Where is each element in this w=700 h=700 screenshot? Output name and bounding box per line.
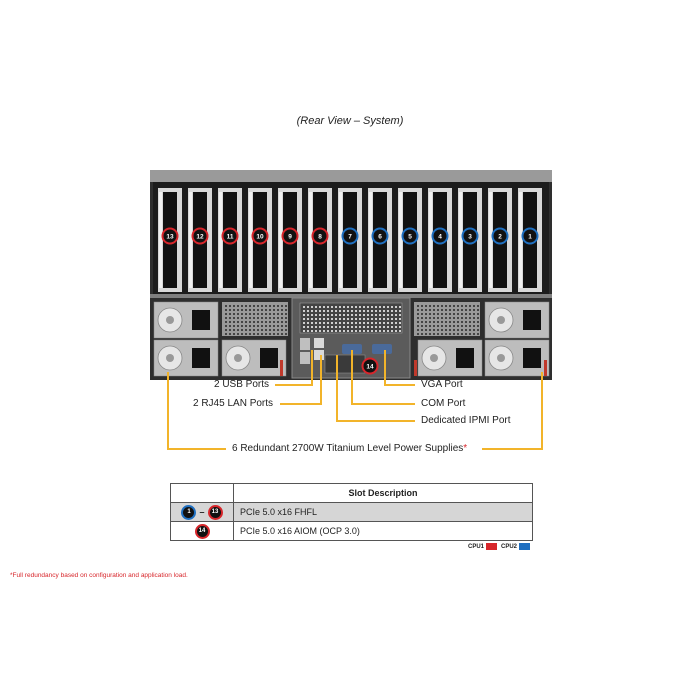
diagram-title: (Rear View – System) (296, 115, 404, 127)
slot-range-icons: 1–13 (170, 502, 234, 522)
callout-line-com (352, 403, 415, 405)
callout-line-lan-v (320, 355, 322, 405)
power-supplies-label: 6 Redundant 2700W Titanium Level Power S… (232, 443, 468, 454)
slot-badge-7: 7 (341, 227, 359, 245)
pcie-slot (368, 188, 392, 292)
callout-line-vga (385, 384, 415, 386)
svg-text:11: 11 (227, 233, 234, 240)
callout-line-psu-right (482, 448, 542, 450)
com-port-label: COM Port (421, 398, 466, 409)
slot-description-header: Slot Description (233, 483, 533, 503)
slot-badge-2: 2 (491, 227, 509, 245)
slot-badge-6: 6 (371, 227, 389, 245)
slot-badge-4: 4 (431, 227, 449, 245)
callout-line-vga-v (384, 350, 386, 386)
svg-text:2: 2 (498, 233, 502, 240)
svg-text:8: 8 (318, 233, 322, 240)
callout-line-psu-right-v (541, 372, 543, 450)
slot-badge-1: 1 (521, 227, 539, 245)
svg-text:4: 4 (438, 233, 442, 240)
svg-text:14: 14 (366, 364, 374, 371)
range-dash: – (199, 507, 205, 518)
lan-ports-label: 2 RJ45 LAN Ports (193, 398, 274, 409)
svg-text:9: 9 (288, 233, 292, 240)
vga-port-label: VGA Port (421, 379, 463, 390)
callout-line-com-v (351, 350, 353, 405)
slot-description-table: Slot Description 1–13 PCIe 5.0 x16 FHFL … (170, 483, 533, 541)
aiom-slot-badge: 14 (361, 357, 379, 375)
svg-text:1: 1 (528, 233, 532, 240)
slot-description-cell: PCIe 5.0 x16 FHFL (233, 502, 533, 522)
slot-description-cell: PCIe 5.0 x16 AIOM (OCP 3.0) (233, 521, 533, 541)
cpu2-legend-label: CPU2 (501, 544, 518, 551)
svg-text:5: 5 (408, 233, 412, 240)
power-supply (417, 339, 483, 377)
svg-text:3: 3 (468, 233, 472, 240)
ipmi-port-label: Dedicated IPMI Port (421, 415, 511, 426)
cpu1-swatch (486, 543, 498, 550)
slot-badge-10: 10 (251, 227, 269, 245)
callout-line-usb-v (311, 350, 313, 386)
slot-badge-3: 3 (461, 227, 479, 245)
vent-grille (222, 302, 288, 336)
chassis-rear-view: 13 12 11 10 9 8 7 6 5 4 3 2 1 14 (150, 170, 552, 380)
power-supply (221, 339, 287, 377)
slot-badge-start: 1 (183, 506, 195, 518)
callout-line-ipmi-v (336, 355, 338, 422)
table-empty-header (170, 483, 234, 503)
power-supply (153, 339, 219, 377)
callout-line-psu-left-v (167, 372, 169, 450)
usb-ports-label: 2 USB Ports (214, 379, 270, 390)
table-row: 14 PCIe 5.0 x16 AIOM (OCP 3.0) (170, 521, 533, 541)
callout-line-ipmi (337, 420, 415, 422)
slot-badge-13: 13 (161, 227, 179, 245)
pcie-slot (278, 188, 302, 292)
svg-text:12: 12 (196, 233, 204, 240)
svg-text:13: 13 (166, 233, 174, 240)
callout-line-lan (280, 403, 322, 405)
callout-line-usb (275, 384, 312, 386)
power-supply (484, 301, 550, 339)
slot-badge-8: 8 (311, 227, 329, 245)
aiom-icon-cell: 14 (170, 521, 234, 541)
slot-badge-9: 9 (281, 227, 299, 245)
callout-line-psu-left (168, 448, 226, 450)
svg-text:6: 6 (378, 233, 382, 240)
cpu-legend: CPU1 CPU2 (468, 543, 534, 550)
slot-badge-5: 5 (401, 227, 419, 245)
slot-badge-11: 11 (221, 227, 239, 245)
svg-text:10: 10 (256, 233, 264, 240)
asterisk: * (463, 443, 468, 454)
svg-text:7: 7 (348, 233, 352, 240)
table-row: 1–13 PCIe 5.0 x16 FHFL (170, 502, 533, 522)
vent-grille (414, 302, 480, 336)
cpu1-legend-label: CPU1 (468, 544, 485, 551)
aiom-badge: 14 (196, 525, 208, 537)
power-supply (153, 301, 219, 339)
power-supply (484, 339, 550, 377)
cpu2-swatch (519, 543, 531, 550)
redundancy-footnote: *Full redundancy based on configuration … (10, 572, 188, 579)
slot-badge-end: 13 (209, 506, 221, 518)
slot-badge-12: 12 (191, 227, 209, 245)
